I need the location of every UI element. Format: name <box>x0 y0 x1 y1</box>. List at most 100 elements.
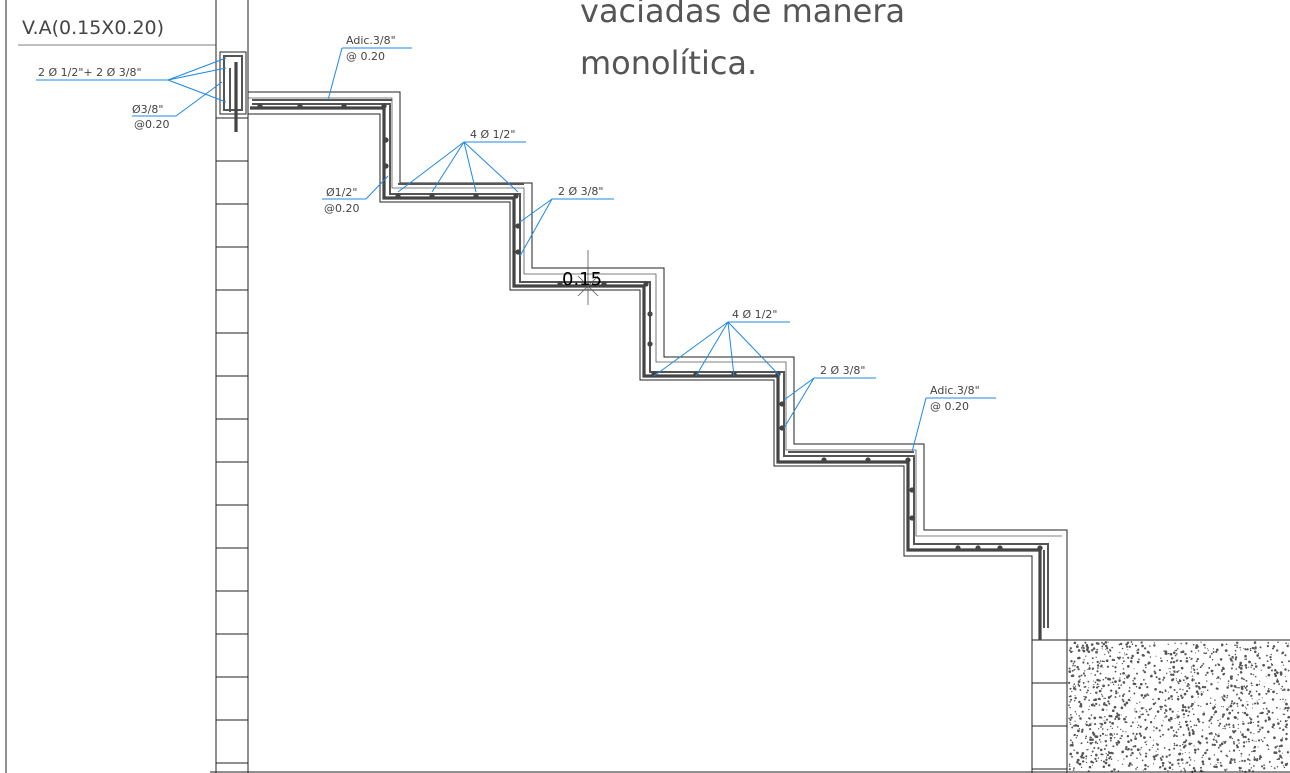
callout-bottom-adic-label: Adic.3/8" <box>930 384 980 397</box>
gravel-speck <box>1219 761 1222 764</box>
gravel-speck <box>1094 735 1097 738</box>
callout-step1-long-bars: 4 Ø 1/2" <box>397 128 526 193</box>
gravel-speck <box>1083 686 1086 688</box>
gravel-speck <box>1105 744 1108 747</box>
gravel-speck <box>1074 664 1076 667</box>
gravel-speck <box>1124 677 1126 680</box>
callout-top-adic-label: Adic.3/8" <box>346 34 396 47</box>
gravel-speck <box>1179 765 1181 768</box>
gravel-speck <box>1183 716 1185 719</box>
gravel-speck <box>1104 697 1107 700</box>
gravel-speck <box>1287 688 1290 692</box>
gravel-speck <box>1195 682 1197 685</box>
gravel-speck <box>1077 649 1081 652</box>
gravel-speck <box>1215 733 1217 736</box>
gravel-speck <box>1169 671 1171 673</box>
gravel-speck <box>1218 722 1222 725</box>
gravel-speck <box>1169 753 1171 756</box>
gravel-speck <box>1140 714 1142 716</box>
gravel-speck <box>1080 706 1082 708</box>
gravel-speck <box>1245 658 1248 660</box>
gravel-speck <box>1077 668 1080 671</box>
gravel-speck <box>1181 753 1184 755</box>
gravel-speck <box>1276 678 1279 680</box>
gravel-speck <box>1138 732 1142 735</box>
gravel-speck <box>1083 659 1085 661</box>
gravel-speck <box>1101 753 1104 756</box>
gravel-speck <box>1078 715 1080 717</box>
gravel-speck <box>1090 736 1092 739</box>
gravel-speck <box>1138 686 1142 690</box>
gravel-speck <box>1206 648 1208 650</box>
beam-label: V.A(0.15X0.20) <box>22 17 164 39</box>
gravel-speck <box>1197 748 1200 751</box>
gravel-speck <box>1210 697 1212 699</box>
gravel-speck <box>1226 717 1230 720</box>
gravel-speck <box>1125 674 1127 676</box>
gravel-speck <box>1201 664 1204 667</box>
gravel-speck <box>1220 750 1223 753</box>
gravel-speck <box>1137 724 1140 727</box>
gravel-speck <box>1238 686 1240 689</box>
gravel-speck <box>1091 722 1093 724</box>
gravel-speck <box>1157 697 1161 701</box>
gravel-speck <box>1246 648 1249 651</box>
gravel-speck <box>1086 749 1088 751</box>
gravel-speck <box>1195 652 1196 654</box>
gravel-speck <box>1197 741 1200 744</box>
gravel-speck <box>1191 668 1193 670</box>
gravel-speck <box>1139 734 1143 738</box>
gravel-speck <box>1093 747 1096 749</box>
gravel-speck <box>1124 654 1126 656</box>
gravel-speck <box>1085 761 1088 764</box>
callout-beam-bars-text: 2 Ø 1/2"+ 2 Ø 3/8" <box>38 66 142 79</box>
gravel-speck <box>1181 650 1185 654</box>
note-line-1: vaciadas de manera <box>580 0 905 30</box>
gravel-speck <box>1121 698 1124 701</box>
gravel-speck <box>1232 661 1234 663</box>
gravel-speck <box>1202 712 1206 716</box>
gravel-speck <box>1180 666 1184 670</box>
gravel-speck <box>1078 728 1081 730</box>
gravel-speck <box>1277 718 1279 721</box>
gravel-speck <box>1190 666 1193 668</box>
gravel-fill <box>1066 639 1290 773</box>
gravel-speck <box>1287 669 1290 672</box>
gravel-speck <box>1111 735 1114 737</box>
gravel-speck <box>1130 748 1133 751</box>
gravel-speck <box>1127 649 1129 651</box>
gravel-speck <box>1240 677 1243 680</box>
gravel-speck <box>1186 676 1189 680</box>
gravel-speck <box>1213 711 1216 714</box>
gravel-speck <box>1122 671 1125 675</box>
gravel-speck <box>1132 679 1134 682</box>
gravel-speck <box>1246 703 1249 706</box>
gravel-speck <box>1134 708 1136 710</box>
gravel-speck <box>1201 685 1205 689</box>
gravel-speck <box>1230 684 1233 688</box>
gravel-speck <box>1129 754 1132 757</box>
gravel-speck <box>1116 656 1119 659</box>
gravel-speck <box>1155 727 1158 730</box>
gravel-speck <box>1181 708 1185 712</box>
gravel-speck <box>1170 695 1173 698</box>
rebar-dot <box>383 163 389 169</box>
gravel-speck <box>1257 746 1259 748</box>
gravel-speck <box>1248 769 1251 772</box>
gravel-speck <box>1149 645 1151 647</box>
gravel-speck <box>1089 728 1092 731</box>
gravel-speck <box>1145 709 1147 711</box>
gravel-speck <box>1075 737 1077 739</box>
gravel-speck <box>1276 649 1279 652</box>
gravel-speck <box>1126 665 1130 668</box>
gravel-speck <box>1215 703 1217 705</box>
gravel-speck <box>1176 744 1179 747</box>
gravel-speck <box>1136 650 1138 652</box>
gravel-speck <box>1240 687 1244 691</box>
gravel-speck <box>1188 684 1191 686</box>
gravel-speck <box>1214 699 1216 701</box>
gravel-speck <box>1110 689 1113 692</box>
gravel-speck <box>1071 690 1073 693</box>
gravel-speck <box>1256 758 1259 760</box>
gravel-speck <box>1286 706 1290 710</box>
